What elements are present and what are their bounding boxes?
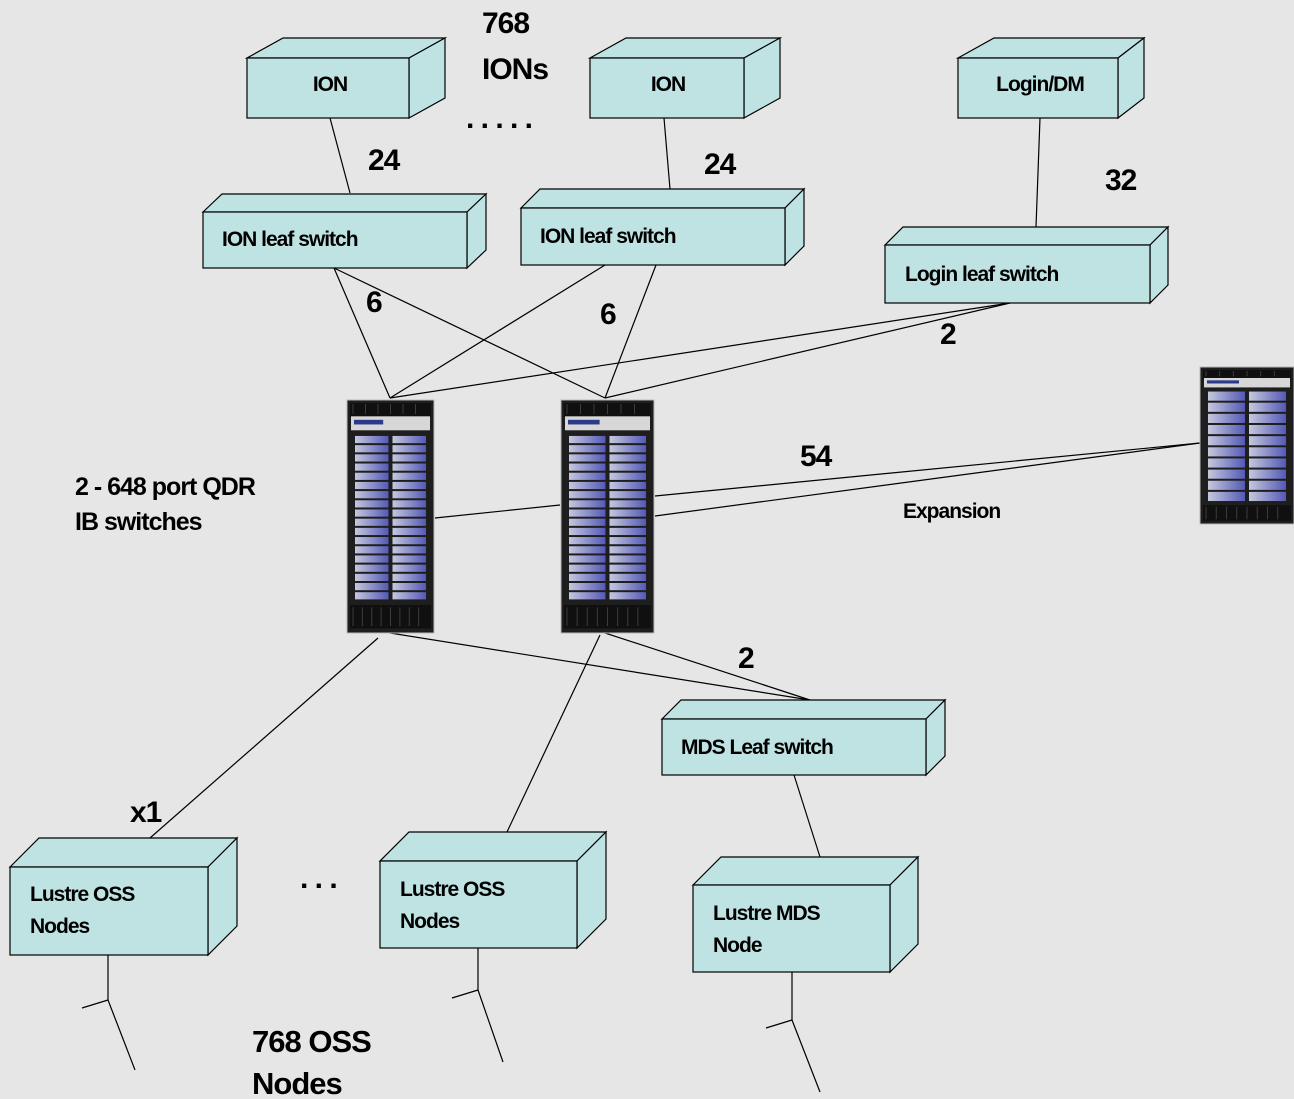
ion-node-1-label: ION [313,73,347,96]
link-core1-mds [389,632,811,701]
login-dm-label: Login/DM [996,73,1084,96]
ion-count-line1: 768 [482,7,529,40]
link-login-core2 [604,302,1011,399]
ion-count-line2: IONs [482,53,548,86]
link-leaf2-core1 [389,264,606,399]
core-switches-label-line1: 2 - 648 port QDR [75,473,256,501]
ion-links-label-2: 24 [704,148,737,181]
link-leaf1-core2 [333,267,606,399]
ion-links-label-1: 24 [368,144,401,177]
login-leaf-switch-label: Login leaf switch [905,263,1059,286]
ion-node-2: ION [587,36,783,120]
link-leaf1-core1 [333,267,391,399]
storage-tail-oss2 [451,948,504,1063]
expansion-switch-image [1199,366,1294,525]
link-ion1-leaf1 [329,117,351,194]
lustre-oss-node-2: Lustre OSS Nodes [378,830,608,950]
lustre-oss-node-1-label-line2: Nodes [30,915,90,938]
mds-leaf-switch: MDS Leaf switch [660,698,947,777]
link-core2-expansion-b [654,442,1201,517]
expansion-links-label: 54 [800,440,833,473]
ion-leaf-switch-2: ION leaf switch [519,187,806,267]
oss-link-label: x1 [130,796,162,829]
leaf-uplinks-label-2: 6 [600,298,616,331]
login-links-label: 32 [1105,164,1137,197]
storage-tail-mds [765,972,821,1093]
ion-ellipsis: . . . . . [466,102,532,135]
login-leaf-switch: Login leaf switch [883,225,1170,305]
expansion-label: Expansion [903,500,1000,523]
ion-leaf-switch-1-label: ION leaf switch [222,228,358,251]
connection-lines [81,117,1201,1093]
login-dm-node: Login/DM [955,36,1146,120]
ion-leaf-switch-1: ION leaf switch [201,192,488,270]
oss-ellipsis: . . . [300,862,337,895]
ion-leaf-switch-2-label: ION leaf switch [540,225,676,248]
leaf-uplinks-label-1: 6 [366,286,382,319]
link-ion2-leaf2 [663,117,671,190]
mds-leaf-switch-label: MDS Leaf switch [681,736,833,759]
link-core2-oss2 [506,634,601,833]
lustre-mds-node-label-line1: Lustre MDS [713,902,821,925]
link-core1-core2 [434,504,561,519]
oss-count-line1: 768 OSS [252,1024,371,1059]
link-login-core1 [389,302,1011,399]
link-mdsleaf-mdsnode [793,774,821,858]
lustre-mds-node-label-line2: Node [713,934,762,957]
lustre-oss-node-1-label-line1: Lustre OSS [30,883,135,906]
link-core2-mds [604,632,811,701]
lustre-mds-node: Lustre MDS Node [691,855,920,974]
ion-node-2-label: ION [651,73,685,96]
link-login-leaf [1035,117,1041,228]
link-leaf2-core2 [604,264,657,399]
link-core2-expansion-a [654,442,1201,497]
core-ib-switch-2-image [560,399,655,634]
storage-tail-oss1 [81,955,136,1071]
link-core1-oss1 [149,637,379,839]
oss-count-line2: Nodes [252,1066,342,1099]
lustre-oss-node-2-label-line1: Lustre OSS [400,878,505,901]
login-uplinks-label: 2 [940,318,956,351]
ion-node-1: ION [244,36,448,120]
core-ib-switch-1-image [346,399,435,634]
core-switches-label-line2: IB switches [75,508,202,536]
lustre-oss-node-1: Lustre OSS Nodes [8,836,239,957]
mds-uplinks-label: 2 [738,642,754,675]
lustre-oss-node-2-label-line2: Nodes [400,910,460,933]
